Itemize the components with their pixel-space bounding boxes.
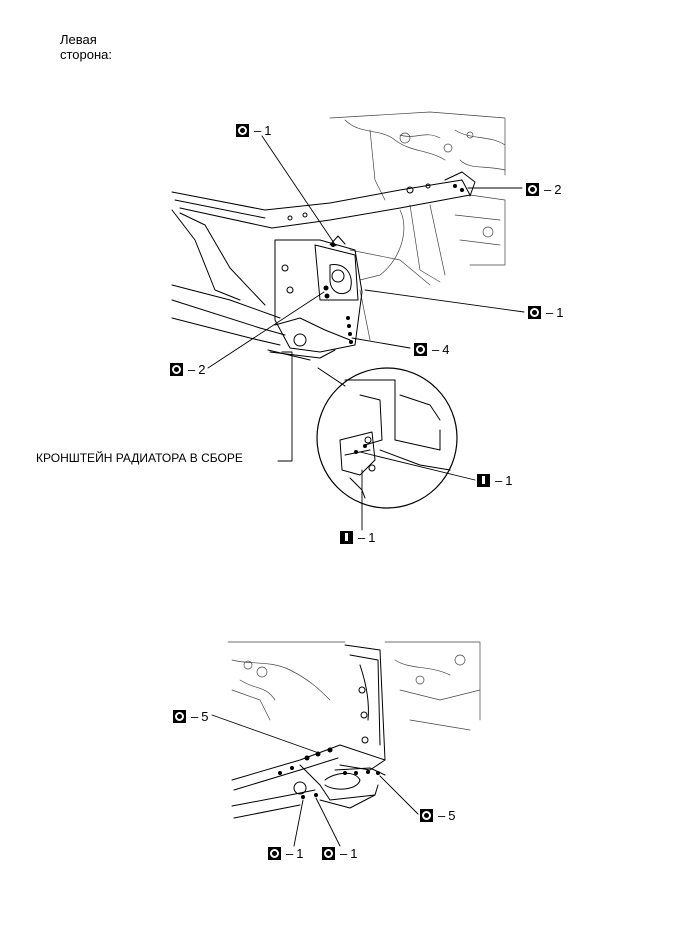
callout-dash: – xyxy=(544,181,552,197)
callout-number: 5 xyxy=(448,807,456,823)
callout-number: 1 xyxy=(505,472,513,488)
callout-number: 4 xyxy=(442,341,450,357)
callout-number: 2 xyxy=(198,361,206,377)
upper-weld-points xyxy=(323,184,464,344)
callout-number: 1 xyxy=(264,122,272,138)
lower-leader-lines xyxy=(211,714,419,847)
callout-dash: – xyxy=(495,472,503,488)
callout-dash: – xyxy=(438,807,446,823)
callout-dash: – xyxy=(340,845,348,861)
detail-magnifier xyxy=(316,367,458,509)
upper-leader-lines xyxy=(207,135,525,531)
plug-weld-icon xyxy=(340,530,353,544)
callout-dash: – xyxy=(191,708,199,724)
callout-number: 1 xyxy=(556,304,564,320)
lower-radiator-frame xyxy=(231,644,386,819)
callout-plug-weld-1-bottom: – 1 xyxy=(340,529,376,545)
upper-radiator-frame xyxy=(171,171,476,361)
callout-dash: – xyxy=(546,304,554,320)
spot-weld-icon xyxy=(528,305,541,319)
spot-weld-icon xyxy=(236,123,249,137)
callout-dash: – xyxy=(188,361,196,377)
callout-spot-weld-5-left: – 5 xyxy=(173,708,209,724)
side-title-line1: Левая xyxy=(60,32,97,47)
radiator-bracket-label: КРОНШТЕЙН РАДИАТОРА В СБОРЕ xyxy=(36,451,243,465)
callout-number: 5 xyxy=(201,708,209,724)
callout-spot-weld-4: – 4 xyxy=(414,341,450,357)
spot-weld-icon xyxy=(526,182,539,196)
callout-spot-weld-1-lower-a: – 1 xyxy=(268,845,304,861)
lower-weld-points xyxy=(278,747,380,799)
plug-weld-icon xyxy=(477,473,490,487)
callout-plug-weld-1-right: – 1 xyxy=(477,472,513,488)
spot-weld-icon xyxy=(322,846,335,860)
callout-spot-weld-1-top: – 1 xyxy=(236,122,272,138)
callout-dash: – xyxy=(286,845,294,861)
spot-weld-icon xyxy=(420,808,433,822)
callout-number: 1 xyxy=(296,845,304,861)
callout-spot-weld-2-right: – 2 xyxy=(526,181,562,197)
spot-weld-icon xyxy=(170,362,183,376)
callout-spot-weld-1-lower-b: – 1 xyxy=(322,845,358,861)
callout-dash: – xyxy=(358,529,366,545)
spot-weld-icon xyxy=(173,709,186,723)
callout-number: 2 xyxy=(554,181,562,197)
spot-weld-icon xyxy=(268,846,281,860)
side-title-line2: сторона: xyxy=(60,47,113,62)
spot-weld-icon xyxy=(414,342,427,356)
side-title: Левая сторона: xyxy=(60,32,112,62)
lower-background-structure xyxy=(227,641,481,731)
callout-dash: – xyxy=(254,122,262,138)
detail-weld-points xyxy=(354,444,367,454)
callout-spot-weld-2-left: – 2 xyxy=(170,361,206,377)
callout-dash: – xyxy=(432,341,440,357)
callout-number: 1 xyxy=(368,529,376,545)
callout-number: 1 xyxy=(350,845,358,861)
callout-spot-weld-5-right: – 5 xyxy=(420,807,456,823)
callout-spot-weld-1-right: – 1 xyxy=(528,304,564,320)
